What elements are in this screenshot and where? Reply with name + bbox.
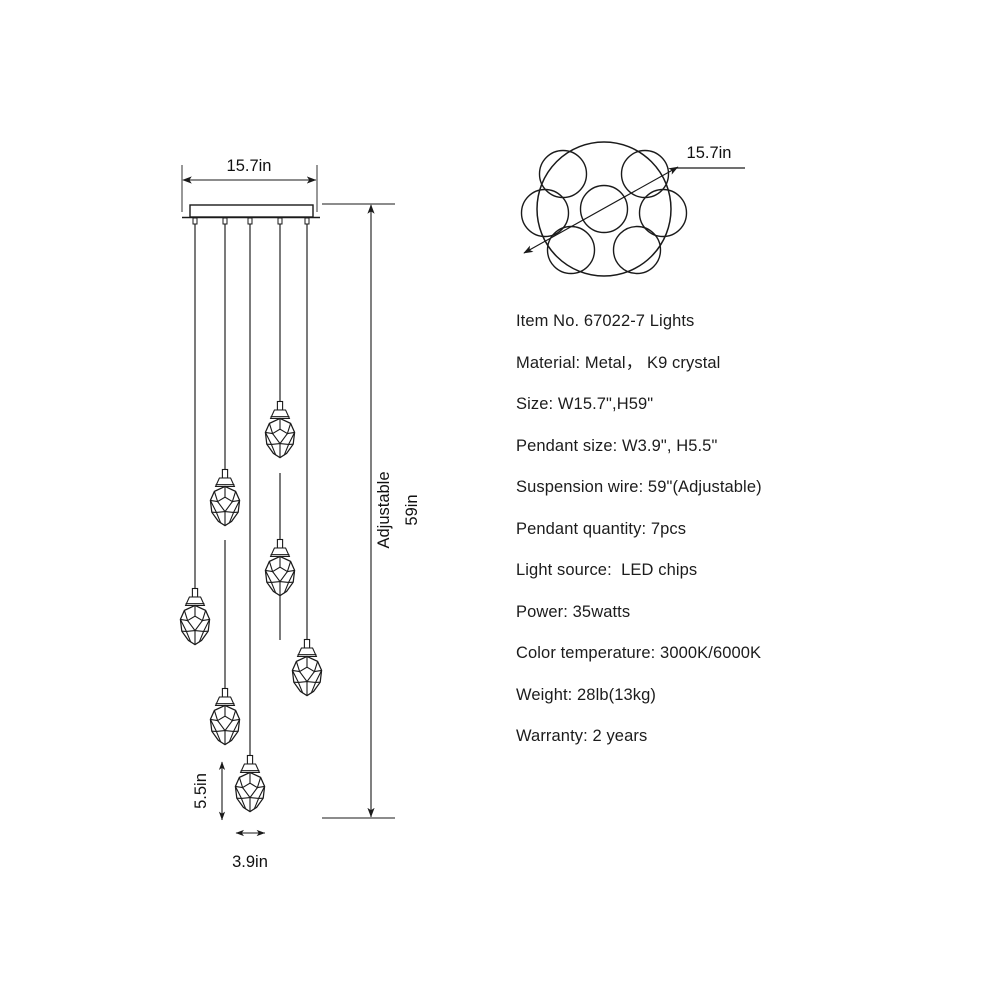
spec-suspension-wire: Suspension wire: 59"(Adjustable)	[516, 478, 762, 496]
wire-ferrules	[192, 217, 310, 225]
overall-height-dimension-59in: Adjustable 59in	[322, 203, 421, 819]
pendant-height-label: 5.5in	[192, 773, 210, 809]
front-elevation-view: 15.7in	[179, 157, 421, 871]
pendant-6	[209, 687, 241, 746]
spec-weight: Weight: 28lb(13kg)	[516, 685, 656, 704]
spec-item-no: Item No. 67022-7 Lights	[516, 312, 695, 330]
pendant-4	[179, 587, 211, 646]
spec-light-source: Light source: LED chips	[516, 561, 698, 579]
canopy-plate	[182, 204, 320, 219]
spec-size: Size: W15.7",H59"	[516, 395, 654, 413]
pendant-1	[264, 400, 296, 459]
pendant-width-label: 3.9in	[232, 853, 268, 871]
hole-bottom-left	[546, 225, 596, 275]
hole-bottom-right	[612, 225, 662, 275]
spec-pendant-quantity: Pendant quantity: 7pcs	[516, 519, 687, 538]
spec-color-temperature: Color temperature: 3000K/6000K	[516, 644, 762, 662]
spec-power: Power: 35watts	[516, 602, 631, 621]
diameter-dimension-label: 15.7in	[687, 144, 732, 162]
overall-height-note-label: Adjustable	[375, 471, 393, 548]
pendant-2	[209, 468, 241, 527]
top-plan-view: 15.7in	[520, 141, 745, 277]
hole-center	[579, 184, 629, 234]
pendant-width-dimension-3.9in: 3.9in	[232, 829, 268, 871]
width-dimension-label: 15.7in	[227, 157, 272, 175]
specification-list: Item No. 67022-7 Lights Material: Metal，…	[516, 313, 946, 770]
overall-height-label: 59in	[403, 494, 421, 525]
spec-material: Material: Metal， K9 crystal	[516, 353, 721, 372]
diameter-dimension-15.7in: 15.7in	[523, 144, 745, 254]
spec-pendant-size: Pendant size: W3.9", H5.5"	[516, 436, 718, 455]
pendant-3	[264, 538, 296, 597]
pendant-height-dimension-5.5in: 5.5in	[192, 761, 226, 821]
width-dimension-15.7in: 15.7in	[181, 157, 318, 212]
pendant-7	[234, 754, 266, 813]
pendant-group	[179, 400, 323, 813]
spec-warranty: Warranty: 2 years	[516, 727, 648, 745]
pendant-5	[291, 638, 323, 697]
suspension-wires	[194, 218, 308, 756]
